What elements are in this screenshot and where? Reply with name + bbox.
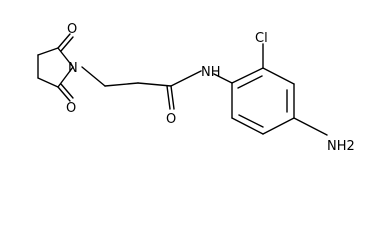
amide-nitrogen-label: NH [201, 65, 221, 80]
bond [293, 117, 328, 136]
bond [37, 77, 59, 88]
chlorine-label: Cl [255, 31, 268, 46]
bond [104, 82, 139, 87]
bond [262, 117, 295, 135]
bond [137, 82, 172, 87]
bond [262, 67, 295, 85]
bond [231, 117, 264, 135]
bond [170, 85, 175, 110]
bond [57, 33, 71, 49]
bond [60, 36, 74, 52]
bond [60, 83, 74, 99]
bond [231, 67, 264, 84]
bond [213, 73, 233, 84]
bond [238, 114, 264, 128]
nitrogen-label: N [68, 61, 78, 76]
oxygen-label: O [66, 101, 76, 116]
bond [170, 70, 202, 87]
structure-diagram: O O N O NH Cl NH2 [37, 22, 355, 154]
molecule-canvas: O O N O NH Cl NH2 [37, 22, 355, 154]
oxygen-label: O [67, 22, 77, 37]
bond [37, 47, 59, 56]
bond [166, 85, 171, 110]
bond [237, 75, 263, 89]
amine-label: NH2 [327, 139, 355, 154]
bond [81, 66, 106, 87]
oxygen-label: O [166, 112, 176, 127]
bond [57, 86, 71, 102]
